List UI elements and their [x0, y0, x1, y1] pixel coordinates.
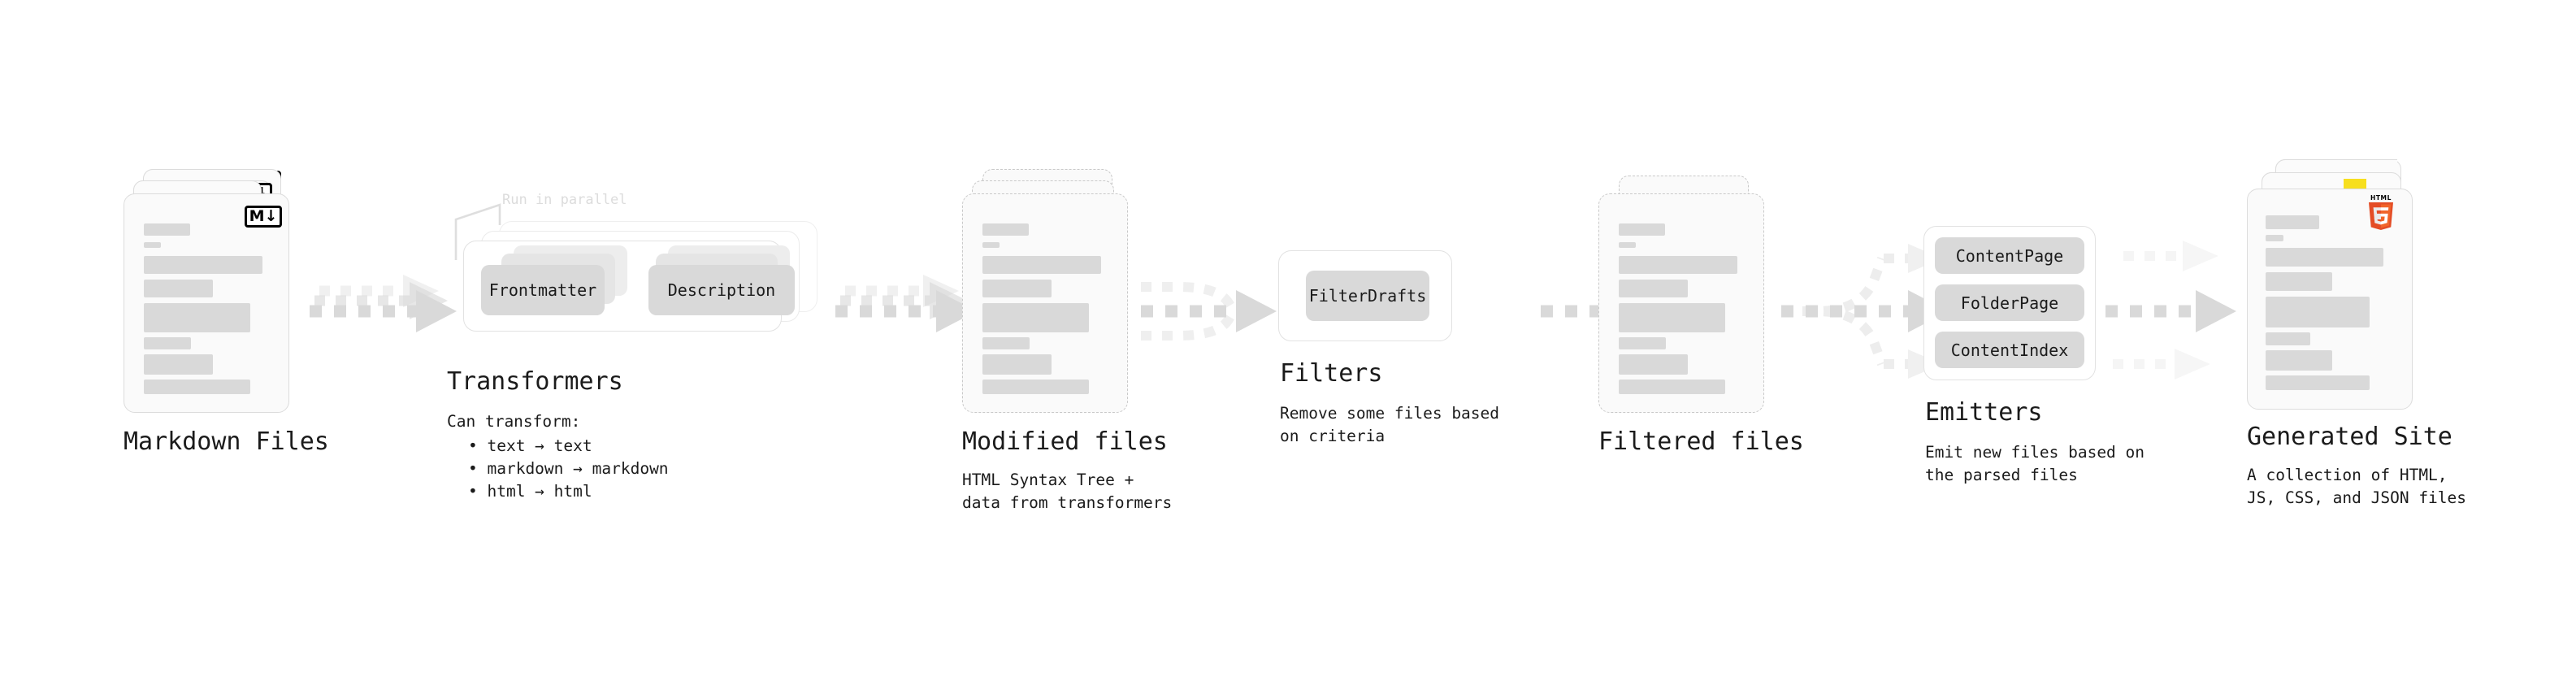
skeleton-line — [2266, 235, 2283, 241]
modified-card-front — [962, 193, 1128, 413]
run-in-parallel-label: Run in parallel — [502, 192, 627, 208]
chip-description[interactable]: Description — [648, 265, 795, 315]
stage-filters: FilterDrafts Filters Remove some files b… — [1278, 250, 1499, 448]
skeleton-line — [1619, 242, 1636, 248]
skeleton-line — [2266, 297, 2370, 327]
chip-filterdrafts[interactable]: FilterDrafts — [1306, 271, 1429, 321]
skeleton-line — [982, 380, 1089, 394]
skeleton-line — [144, 354, 213, 375]
html5-icon: HTML — [2362, 194, 2400, 230]
skeleton-line — [982, 280, 1052, 297]
skeleton-line — [1619, 337, 1666, 349]
skeleton-line — [982, 223, 1029, 236]
markdown-doc-stack: M↓ M↓ M↓ — [124, 169, 310, 413]
modified-doc-stack — [962, 169, 1149, 413]
transformers-visual: Run in parallel Frontmatter Description — [449, 192, 830, 358]
arrow-transformers-to-modified — [835, 275, 977, 332]
stage-title-filters: Filters — [1280, 359, 1383, 388]
stage-title-filtered-files: Filtered files — [1598, 427, 1804, 456]
skeleton-line — [2266, 332, 2310, 345]
transformers-subtitle: Can transform: — [447, 412, 581, 431]
skeleton-line — [2266, 350, 2332, 371]
bullet-label: markdown → markdown — [487, 459, 669, 478]
skeleton-line — [982, 242, 1000, 248]
skeleton-line — [2266, 248, 2383, 267]
skeleton-line — [2266, 215, 2319, 229]
bullet-label: html → html — [487, 482, 592, 501]
skeleton-line — [144, 280, 213, 297]
html5-wordmark: HTML — [2370, 194, 2392, 202]
stage-title-markdown-files: Markdown Files — [124, 427, 329, 456]
transformers-bullet-item: • text → text — [468, 436, 592, 455]
skeleton-line — [144, 380, 250, 394]
filters-visual: FilterDrafts — [1278, 250, 1457, 341]
stage-title-modified-files: Modified files — [962, 427, 1168, 456]
skeleton-line — [1619, 280, 1688, 297]
skeleton-line — [144, 303, 250, 332]
skeleton-line — [144, 223, 190, 236]
chip-contentpage[interactable]: ContentPage — [1935, 237, 2084, 274]
filtered-doc-stack — [1598, 169, 1785, 413]
chip-folderpage[interactable]: FolderPage — [1935, 284, 2084, 321]
skeleton-line — [982, 337, 1030, 349]
html5-shield-icon — [2368, 202, 2394, 230]
filtered-card-front — [1598, 193, 1764, 413]
site-doc-stack: CSS HTML — [2247, 159, 2458, 411]
stage-transformers: Run in parallel Frontmatter Description … — [447, 192, 830, 503]
transformers-bullet-item: • markdown → markdown — [468, 459, 669, 478]
stage-markdown-files: M↓ M↓ M↓ Markdown Files — [124, 169, 329, 456]
skeleton-line — [1619, 256, 1737, 274]
skeleton-line — [144, 256, 262, 274]
skeleton-line — [2266, 375, 2370, 390]
stage-generated-site: CSS HTML — [2247, 159, 2466, 510]
skeleton-line — [982, 256, 1101, 274]
bullet-label: text → text — [487, 436, 592, 455]
filters-subtitle: Remove some files based on criteria — [1280, 404, 1500, 445]
stage-filtered-files: Filtered files — [1598, 169, 1804, 456]
skeleton-line — [982, 303, 1089, 332]
emitters-subtitle: Emit new files based on the parsed files — [1925, 443, 2145, 484]
stage-title-emitters: Emitters — [1925, 398, 2043, 427]
markdown-card-front — [124, 193, 289, 413]
transformers-bullet-item: • html → html — [468, 482, 592, 501]
transformers-bullets: • text → text • markdown → markdown • ht… — [453, 435, 830, 503]
skeleton-line — [982, 354, 1052, 375]
stage-title-generated-site: Generated Site — [2247, 423, 2452, 451]
emitters-visual: ContentPage FolderPage ContentIndex — [1923, 226, 2110, 380]
skeleton-line — [144, 337, 191, 349]
arrow-markdown-to-transformers — [310, 275, 457, 332]
skeleton-line — [1619, 354, 1688, 375]
skeleton-line — [1619, 223, 1665, 236]
stage-modified-files: Modified files HTML Syntax Tree + data f… — [962, 169, 1172, 514]
generated-site-subtitle: A collection of HTML, JS, CSS, and JSON … — [2247, 466, 2467, 507]
skeleton-line — [1619, 303, 1725, 332]
markdown-icon: M↓ — [245, 206, 282, 228]
chip-frontmatter[interactable]: Frontmatter — [481, 265, 605, 315]
skeleton-line — [144, 242, 161, 248]
skeleton-line — [1619, 380, 1725, 394]
stage-emitters: ContentPage FolderPage ContentIndex Emit… — [1923, 226, 2144, 487]
modified-files-subtitle: HTML Syntax Tree + data from transformer… — [962, 471, 1173, 512]
stage-title-transformers: Transformers — [447, 367, 623, 396]
chip-contentindex[interactable]: ContentIndex — [1935, 332, 2084, 368]
skeleton-line — [2266, 272, 2332, 291]
